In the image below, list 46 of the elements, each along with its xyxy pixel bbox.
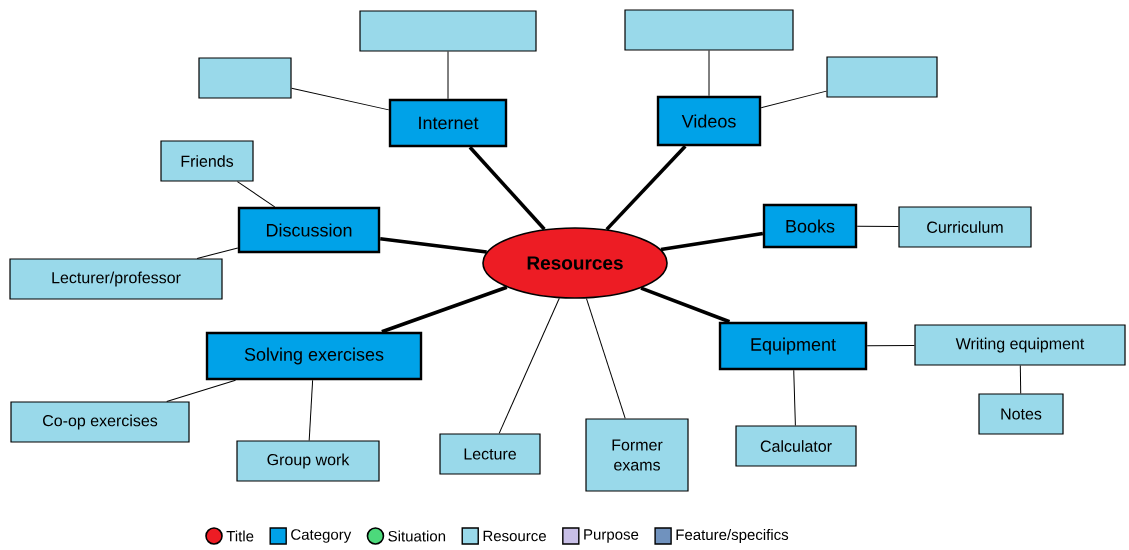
connector-line [866, 344, 915, 347]
resource-box: Curriculum [898, 206, 1032, 248]
legend-label: Category [291, 529, 352, 543]
resource-box [826, 56, 938, 98]
connector-line [793, 369, 796, 426]
connector-line [380, 237, 487, 254]
category-box: Books [762, 203, 858, 249]
connector-line [468, 146, 546, 231]
legend-label: Feature/specifics [676, 529, 789, 543]
connector-line [1019, 365, 1022, 394]
legend-label: Resource [483, 530, 546, 542]
connector-line [708, 50, 710, 97]
resource-box [359, 10, 537, 52]
category-box: Internet [388, 98, 508, 148]
connector-line [640, 286, 731, 324]
resource-box: Friends [160, 140, 254, 182]
resource-box: Writing equipment [914, 324, 1126, 366]
connector-line [856, 225, 899, 228]
category-box: Equipment [718, 321, 868, 371]
connector-line [166, 379, 237, 402]
connector-line [196, 247, 239, 259]
connector-line [236, 181, 276, 208]
resource-box: Former exams [585, 418, 689, 492]
category-box: Solving exercises [205, 331, 423, 381]
legend-label: Title [226, 530, 254, 542]
connector-line [291, 87, 390, 111]
resource-box: Lecturer/professor [9, 258, 223, 300]
legend-label: Situation [388, 530, 446, 542]
connector-line [605, 144, 687, 231]
category-box: Videos [656, 95, 762, 147]
connector-line [760, 90, 827, 109]
resource-box [624, 9, 794, 51]
connector-line [586, 298, 626, 419]
category-box: Discussion [237, 206, 381, 254]
legend-label: Purpose [584, 529, 639, 543]
connector-line [308, 379, 314, 441]
connector-line [381, 285, 508, 334]
resource-box: Co-op exercises [10, 401, 190, 443]
connector-line [660, 231, 764, 252]
connector-line [447, 51, 449, 100]
resource-box: Notes [978, 393, 1064, 435]
resource-box: Lecture [439, 433, 541, 475]
resource-box [198, 57, 292, 99]
connector-line [498, 297, 560, 434]
resource-box: Calculator [735, 425, 857, 467]
resource-box: Group work [236, 440, 380, 482]
